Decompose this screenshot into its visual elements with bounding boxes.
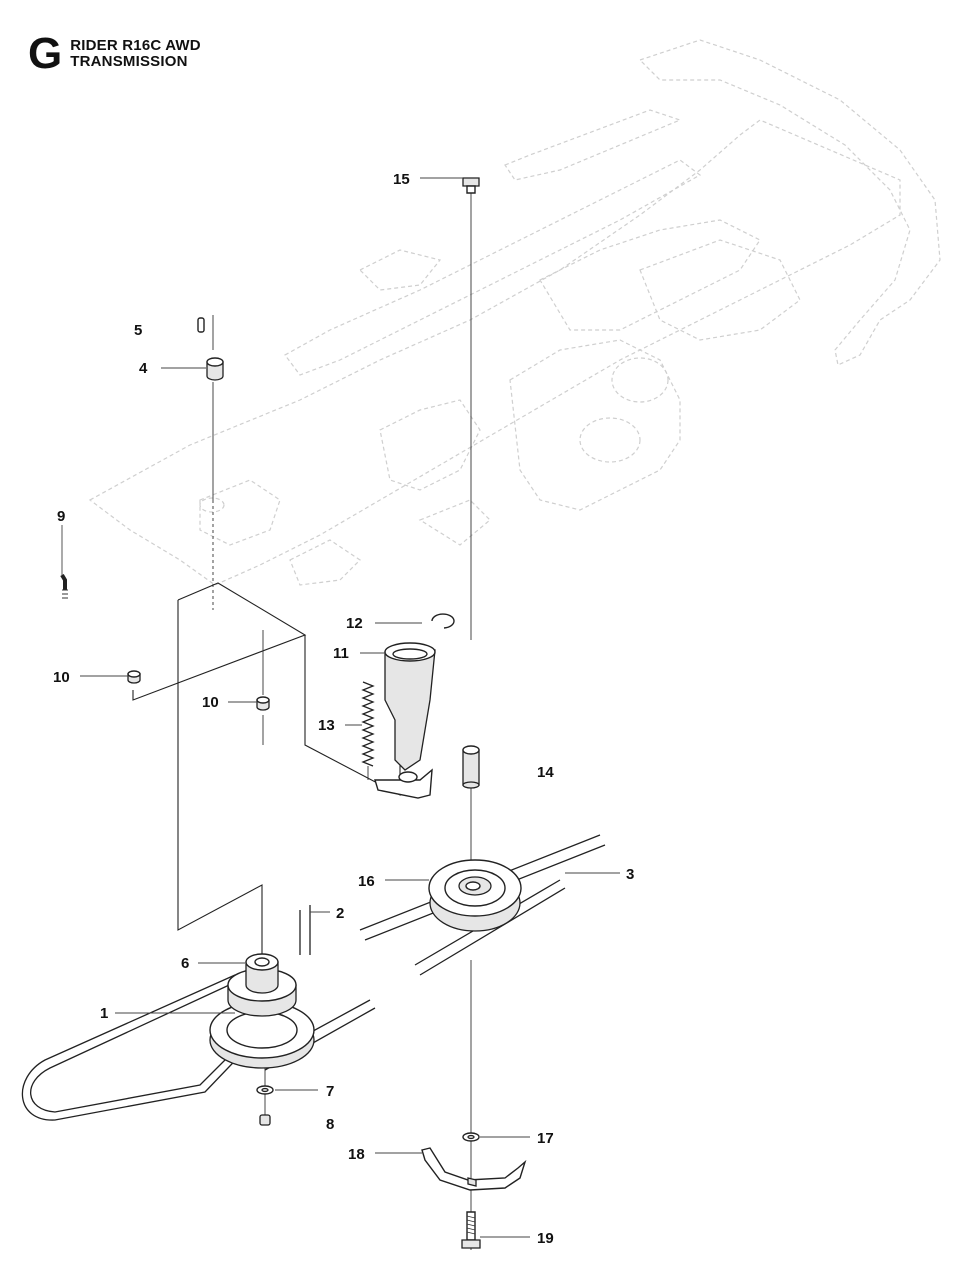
part-5-key: [197, 317, 205, 333]
chassis-frame-background: [88, 39, 941, 586]
part-8-screw: [259, 1114, 271, 1126]
part-10-nut-right: [256, 696, 270, 711]
model-name: RIDER R16C AWD: [70, 37, 201, 54]
section-name: TRANSMISSION: [70, 53, 188, 70]
callout-14: 14: [537, 764, 554, 781]
callout-11: 11: [333, 645, 349, 662]
part-15-bolt: [462, 177, 480, 194]
callout-10-right: 10: [202, 694, 219, 711]
part-4-bushing: [206, 357, 224, 381]
callout-16: 16: [358, 873, 375, 890]
part-19-bolt: [461, 1211, 481, 1249]
part-12-retaining-ring: [431, 613, 455, 629]
part-10-nut-left: [127, 670, 141, 684]
callout-9: 9: [57, 508, 65, 525]
part-13-spring: [361, 681, 375, 780]
part-17-washer: [462, 1132, 480, 1142]
callout-12: 12: [346, 615, 363, 632]
callout-13: 13: [318, 717, 335, 734]
callout-4: 4: [139, 360, 148, 377]
part-11-idler-arm: [374, 642, 436, 799]
part-9-rod: [40, 573, 137, 661]
part-16-idler-pulley: [428, 859, 522, 932]
title-block: RIDER R16C AWD TRANSMISSION: [70, 34, 201, 70]
callout-15: 15: [393, 171, 410, 188]
part-7-washer: [256, 1085, 274, 1095]
callout-1: 1: [100, 1005, 108, 1022]
part-14-spacer: [462, 745, 480, 789]
callout-6: 6: [181, 955, 189, 972]
callout-leaders: [61, 177, 620, 1238]
callout-8: 8: [326, 1116, 334, 1133]
section-letter: G: [28, 29, 63, 78]
assembly-axes: [212, 190, 472, 1250]
callout-7: 7: [326, 1083, 334, 1100]
callout-17: 17: [537, 1130, 554, 1147]
callout-18: 18: [348, 1146, 365, 1163]
callout-2: 2: [336, 905, 344, 922]
callout-19: 19: [537, 1230, 554, 1247]
part-6-drive-pulley: [209, 953, 315, 1069]
callout-5: 5: [134, 322, 142, 339]
callout-3: 3: [626, 866, 634, 883]
callout-10-left: 10: [53, 669, 70, 686]
diagram-header: G RIDER R16C AWD TRANSMISSION: [28, 29, 201, 78]
assembly-group-lines: [132, 582, 401, 955]
callout-labels: 1 2 3 4 5 6 7 8 9 10 10 11 12 13 14 15 1…: [53, 171, 634, 1247]
part-18-bracket: [421, 1147, 527, 1191]
